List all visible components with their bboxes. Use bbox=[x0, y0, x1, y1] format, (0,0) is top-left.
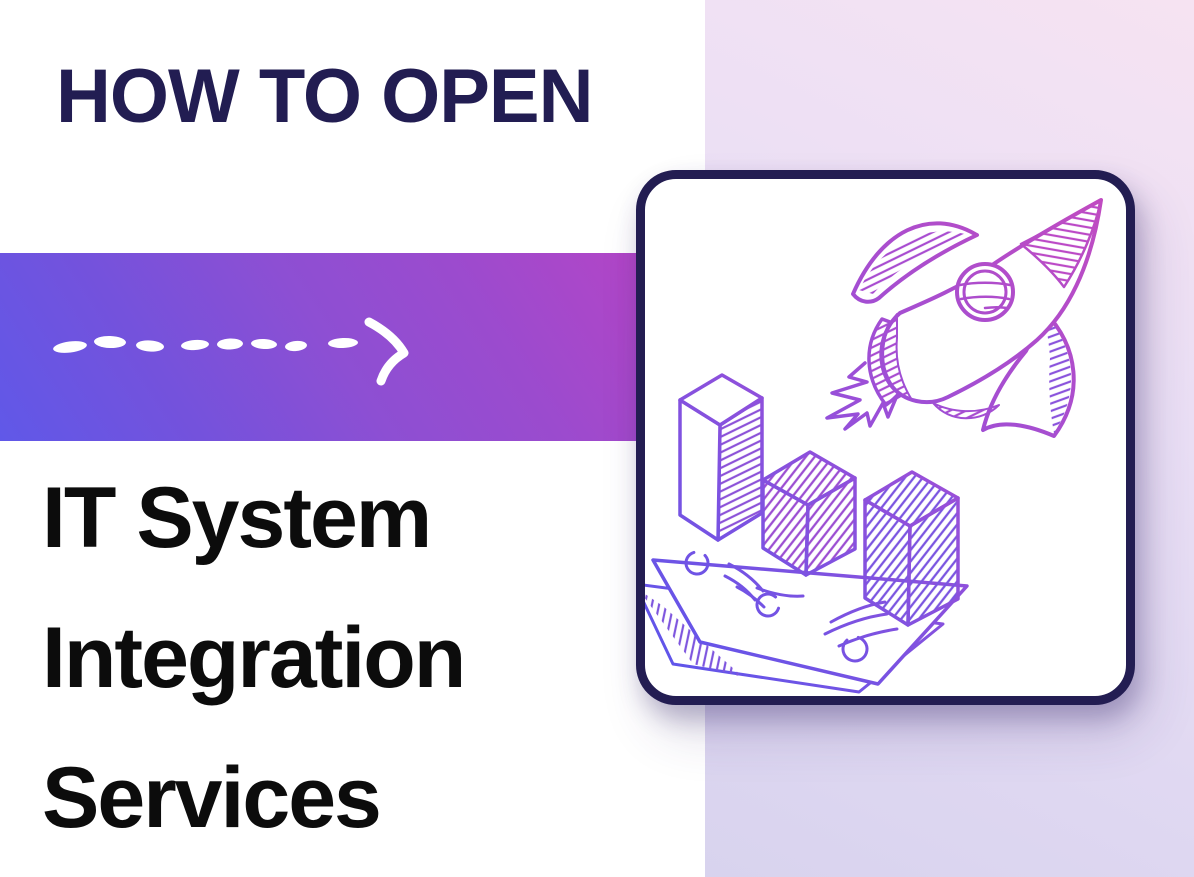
rocket-icon bbox=[825, 198, 1103, 438]
headline-line-2: Integration bbox=[42, 610, 466, 706]
platform-boards bbox=[645, 558, 969, 694]
kicker-title: HOW TO OPEN bbox=[56, 54, 594, 139]
headline: IT System Integration Services bbox=[42, 448, 466, 868]
arrow-dashes bbox=[53, 335, 358, 353]
bar-tall bbox=[678, 373, 764, 542]
rocket-bar-chart-doodle-icon bbox=[645, 198, 1103, 694]
rocket-window bbox=[955, 262, 1015, 322]
rocket-fin-upper bbox=[851, 221, 979, 304]
rocket-rear-shading bbox=[882, 313, 913, 401]
headline-line-3: Services bbox=[42, 750, 382, 846]
bar-chart-icon bbox=[678, 373, 960, 627]
rocket-bottom-shading bbox=[932, 402, 1000, 420]
dashed-arrow-right-icon bbox=[53, 317, 409, 386]
headline-line-1: IT System bbox=[42, 470, 432, 566]
arrow-head bbox=[364, 317, 409, 386]
rocket-nose-cone bbox=[1019, 198, 1103, 289]
bar-right bbox=[863, 470, 960, 627]
bar-middle bbox=[761, 450, 857, 577]
flame-icon bbox=[825, 361, 905, 431]
illustration-card bbox=[636, 170, 1135, 705]
gradient-band bbox=[0, 253, 660, 441]
